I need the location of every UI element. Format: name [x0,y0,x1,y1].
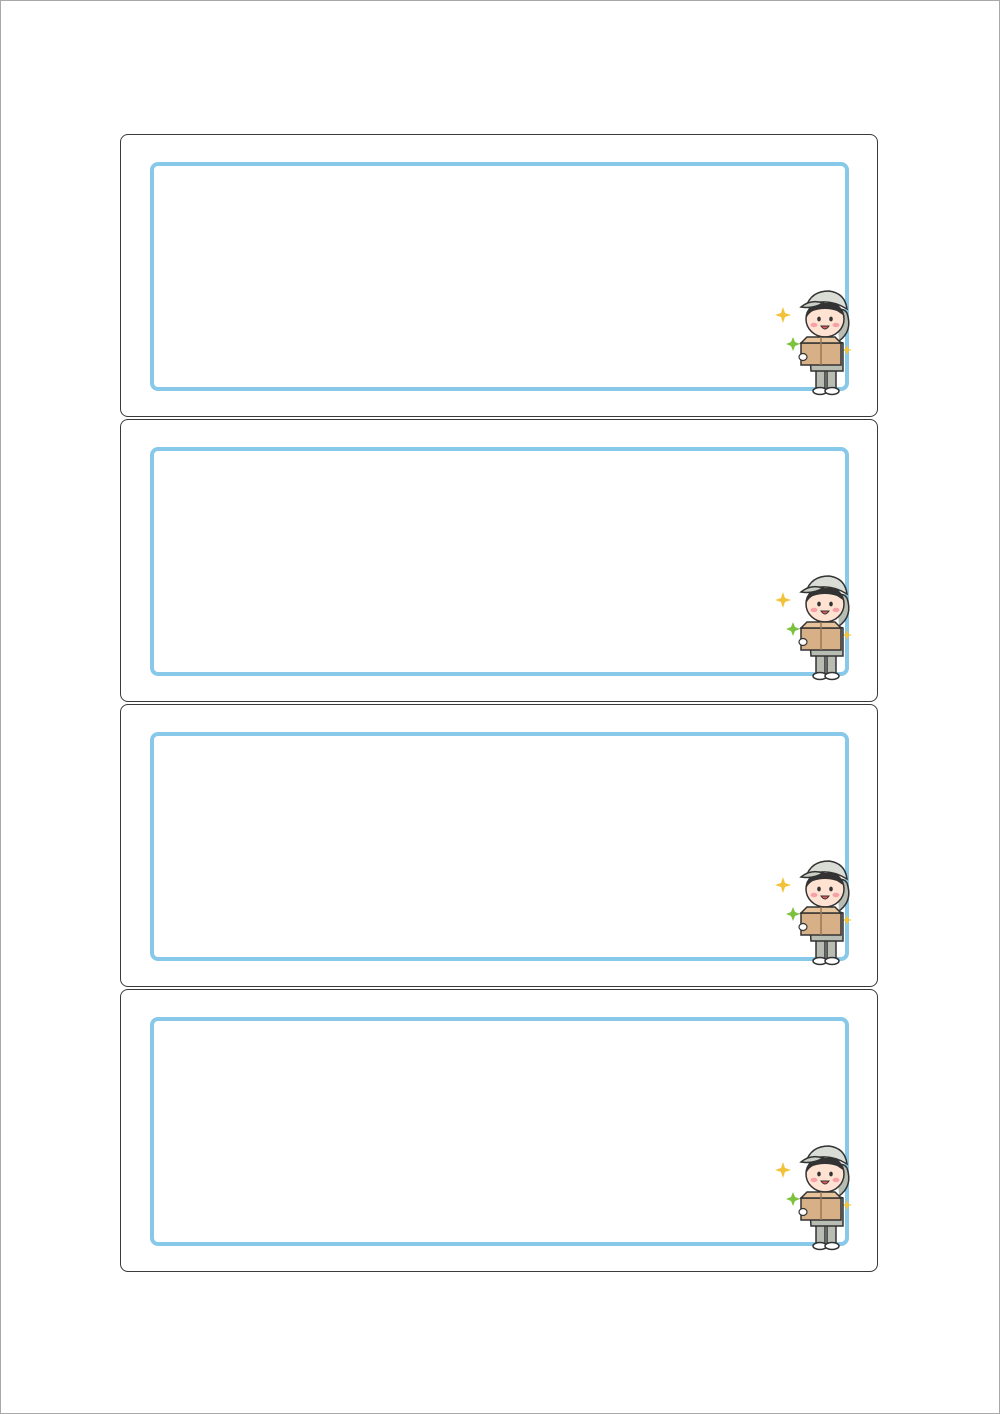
label-frame [150,732,849,961]
delivery-worker-icon [771,1140,861,1252]
label-card-3 [120,704,878,987]
label-frame [150,162,849,391]
sparkle-icon [775,592,852,640]
cardboard-box-icon [798,336,843,366]
label-card-2 [120,419,878,702]
label-frame [150,1017,849,1246]
delivery-worker-icon [771,285,861,397]
cardboard-box-icon [798,621,843,651]
label-card-4 [120,989,878,1272]
sparkle-icon [775,1162,852,1210]
label-card-1 [120,134,878,417]
cardboard-box-icon [798,1191,843,1221]
sparkle-icon [775,307,852,355]
delivery-worker-icon [771,570,861,682]
label-frame [150,447,849,676]
cardboard-box-icon [798,906,843,936]
delivery-worker-icon [771,855,861,967]
sparkle-icon [775,877,852,925]
